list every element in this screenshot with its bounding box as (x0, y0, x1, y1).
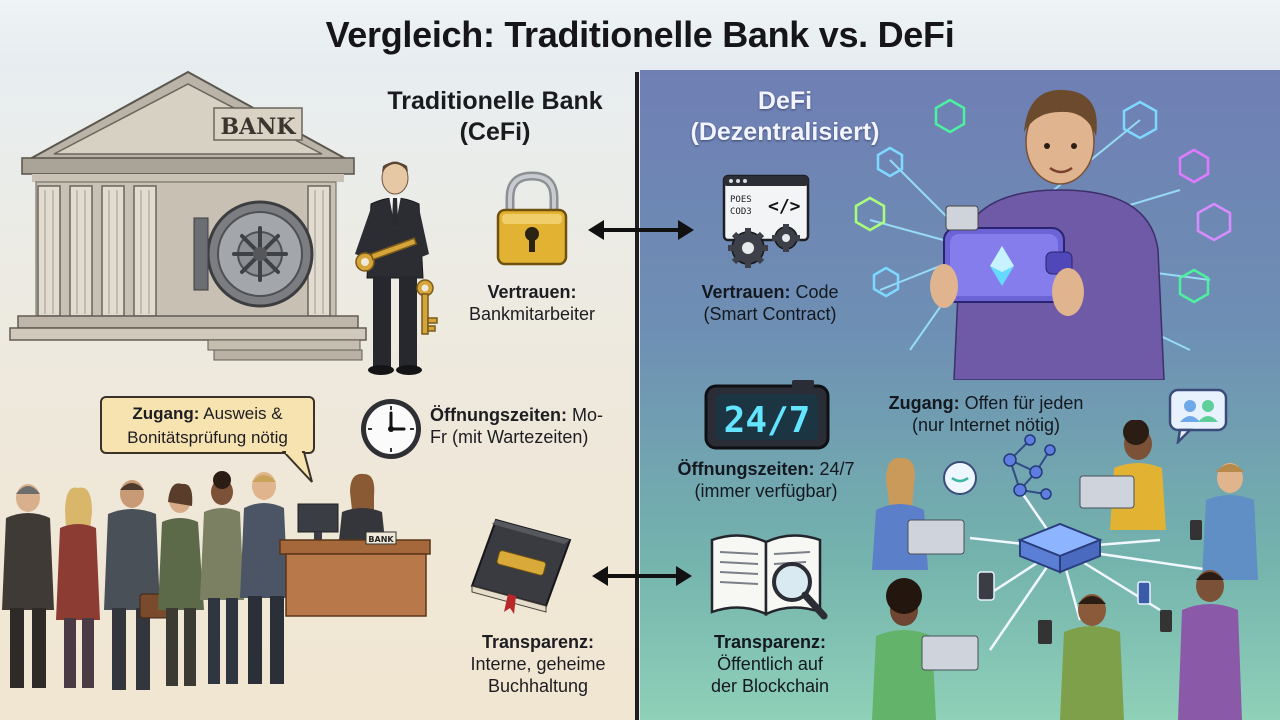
left-access-text-line1: Ausweis & (203, 404, 283, 423)
left-hours-label: Öffnungszeiten: (430, 405, 567, 425)
customer-queue-illustration (2, 471, 288, 690)
left-hours-caption: Öffnungszeiten: Mo- Fr (mit Wartezeiten) (430, 404, 626, 448)
open-book-magnifier-icon (710, 534, 828, 620)
queue-person (158, 483, 204, 686)
padlock-icon (496, 171, 568, 266)
page-title: Vergleich: Traditionelle Bank vs. DeFi (325, 14, 955, 55)
left-transparency-text-line2: Buchhaltung (487, 676, 589, 696)
left-access-text-line2: Bonitätsprüfung nötig (127, 428, 288, 447)
queue-person (2, 484, 54, 688)
desk-sign-text: BANK (368, 535, 394, 544)
right-transparency-caption: Transparenz: Öffentlich auf der Blockcha… (682, 631, 858, 697)
right-trust-caption: Vertrauen: Code (Smart Contract) (680, 281, 860, 325)
smart-contract-code-icon: POES COD3 </> (722, 174, 810, 268)
left-heading-line1: Traditionelle Bank (387, 87, 603, 115)
network-person (872, 457, 965, 570)
network-person (1190, 463, 1258, 580)
bank-sign-text: BANK (221, 114, 297, 140)
right-hours-text-line1: 24/7 (819, 459, 855, 479)
right-hours-text-line2: (immer verfügbar) (694, 481, 838, 501)
right-access-caption: Zugang: Offen für jeden (nur Internet nö… (868, 392, 1104, 436)
left-trust-caption: Vertrauen: Bankmitarbeiter (452, 281, 612, 325)
left-access-label: Zugang: (132, 404, 200, 423)
network-person (1160, 570, 1242, 720)
center-divider (635, 72, 639, 720)
right-trust-text-line1: Code (795, 282, 839, 302)
right-trust-text-line2: (Smart Contract) (703, 304, 837, 324)
bank-building-icon: BANK (9, 70, 367, 361)
left-transparency-text-line1: Interne, geheime (470, 654, 606, 674)
code-symbol: </> (768, 196, 801, 217)
right-access-text-line2: (nur Internet nötig) (911, 415, 1061, 435)
network-person (1038, 594, 1124, 720)
left-column-heading: Traditionelle Bank (CeFi) (370, 86, 620, 148)
defi-user-with-wallet-illustration (854, 89, 1232, 380)
left-trust-label: Vertrauen: (487, 282, 577, 302)
chat-users-icon (1168, 388, 1228, 444)
comparison-arrow-transparency (592, 566, 692, 586)
queue-person (104, 480, 171, 690)
right-transparency-text-line1: Öffentlich auf (717, 654, 823, 674)
title-band (0, 0, 1280, 72)
callout-pointer (281, 450, 313, 483)
right-heading-line2: (Dezentralisiert) (690, 118, 880, 146)
right-transparency-text-line2: der Blockchain (710, 676, 830, 696)
banker-with-key-icon (355, 161, 438, 375)
right-hours-label: Öffnungszeiten: (677, 459, 815, 479)
left-hours-text-line1: Mo- (572, 405, 604, 425)
code-line-1: POES (730, 195, 752, 205)
queue-person (240, 472, 288, 684)
queue-person (56, 487, 100, 688)
code-line-2: COD3 (730, 207, 752, 217)
network-hub-icon (872, 420, 1258, 720)
right-transparency-label: Transparenz: (713, 632, 827, 652)
ledger-book-icon (470, 518, 572, 614)
right-hours-caption: Öffnungszeiten: 24/7 (immer verfügbar) (666, 458, 866, 502)
wall-clock-icon (361, 399, 421, 459)
left-transparency-label: Transparenz: (481, 632, 595, 652)
network-phone (977, 571, 1151, 605)
network-person (1079, 420, 1166, 530)
bank-counter-illustration: BANK (279, 473, 431, 617)
right-access-text-line1: Offen für jeden (964, 393, 1084, 413)
digital-clock-icon: 24/7 (704, 380, 830, 450)
right-heading-line1: DeFi (757, 87, 813, 115)
queue-person (200, 471, 244, 684)
right-column-heading: DeFi (Dezentralisiert) (660, 86, 910, 148)
comparison-arrow-trust (588, 220, 694, 240)
clock-display-text: 24/7 (724, 400, 811, 441)
left-heading-line2: (CeFi) (459, 118, 531, 146)
left-transparency-caption: Transparenz: Interne, geheime Buchhaltun… (450, 631, 626, 697)
left-access-callout: Zugang: Ausweis & Bonitätsprüfung nötig (100, 396, 315, 454)
network-person (872, 578, 979, 720)
right-access-label: Zugang: (888, 393, 960, 413)
left-trust-text: Bankmitarbeiter (468, 304, 596, 324)
right-trust-label: Vertrauen: (701, 282, 791, 302)
left-hours-text-line2: Fr (mit Wartezeiten) (430, 427, 589, 447)
